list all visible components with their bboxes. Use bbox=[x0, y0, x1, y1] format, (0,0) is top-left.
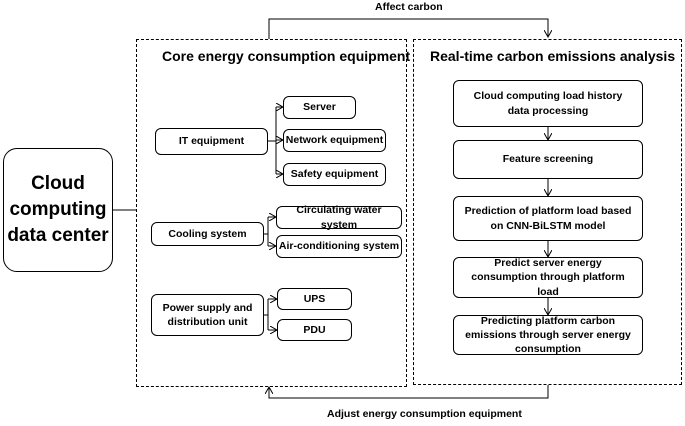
step-server-energy-prediction: Predict server energy consumption throug… bbox=[453, 257, 643, 298]
adjust-equipment-label: Adjust energy consumption equipment bbox=[327, 408, 522, 420]
step-feature-screening: Feature screening bbox=[453, 140, 643, 179]
it-equipment-node: IT equipment bbox=[155, 128, 268, 155]
cloud-data-center-node: Cloud computing data center bbox=[3, 148, 113, 272]
safety-equipment-node: Safety equipment bbox=[283, 163, 386, 186]
circulating-water-node: Circulating water system bbox=[276, 204, 402, 231]
core-equipment-title: Core energy consumption equipment bbox=[162, 48, 411, 64]
carbon-analysis-title: Real-time carbon emissions analysis bbox=[430, 48, 676, 64]
adjust-equipment-arrow bbox=[269, 385, 549, 399]
affect-carbon-arrow bbox=[268, 18, 548, 39]
pdu-node: PDU bbox=[277, 319, 352, 341]
step-carbon-emissions-prediction: Predicting platform carbon emissions thr… bbox=[453, 315, 643, 355]
affect-carbon-label: Affect carbon bbox=[375, 1, 443, 13]
server-node: Server bbox=[283, 96, 356, 119]
air-conditioning-node: Air-conditioning system bbox=[276, 235, 402, 258]
ups-node: UPS bbox=[277, 288, 352, 310]
cooling-system-node: Cooling system bbox=[151, 222, 264, 246]
power-supply-node: Power supply and distribution unit bbox=[151, 294, 264, 336]
step-history-data-processing: Cloud computing load history data proces… bbox=[453, 80, 643, 127]
network-equipment-node: Network equipment bbox=[283, 129, 386, 152]
step-cnn-bilstm-prediction: Prediction of platform load based on CNN… bbox=[453, 196, 643, 241]
carbon-analysis-panel bbox=[413, 39, 682, 385]
core-equipment-panel bbox=[136, 39, 407, 387]
